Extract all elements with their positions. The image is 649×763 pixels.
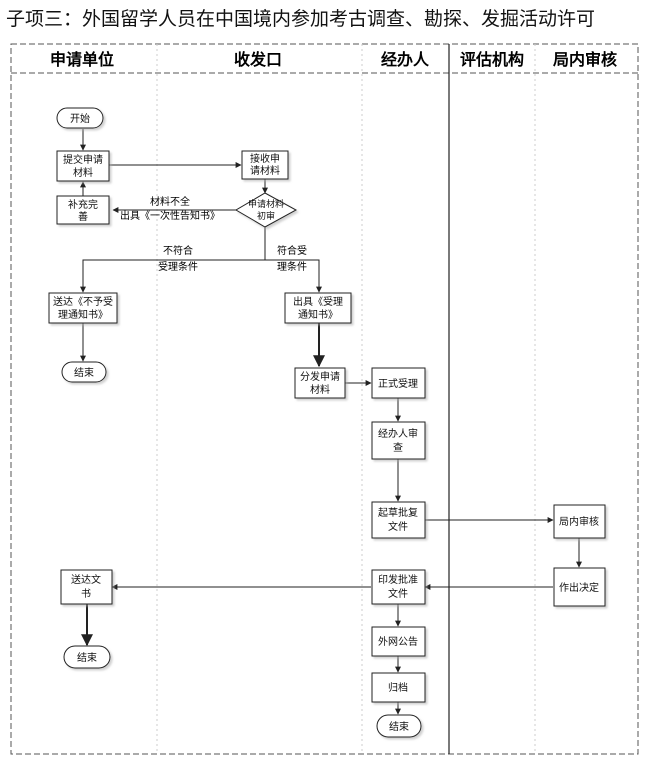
lane-header-intake: 收发口: [234, 50, 282, 69]
connectors: [80, 129, 582, 715]
review-label-1: 申请材料: [248, 198, 284, 210]
submit-label-1: 提交申请: [63, 153, 103, 166]
submit-box: [56, 150, 110, 182]
public-notice-box: [371, 626, 426, 657]
end3-label: 结束: [389, 720, 409, 733]
archive-label: 归档: [388, 681, 408, 694]
lane-header-handler: 经办人: [381, 50, 430, 69]
edge-labels: 材料不全 出具《一次性告知书》 不符合 受理条件 符合受 理条件: [120, 195, 307, 273]
supplement-box: [56, 195, 110, 225]
handler-review-box: [371, 421, 426, 460]
not-accept-label-1: 送达《不予受: [53, 295, 113, 308]
public-notice-label: 外网公告: [378, 635, 418, 648]
distribute-label-2: 材料: [310, 383, 330, 396]
page-title: 子项三：外国留学人员在中国境内参加考古调查、勘探、发掘活动许可: [6, 8, 596, 30]
nodes: [48, 107, 606, 738]
swimlane-frame: [10, 43, 639, 755]
label-incomplete-2: 出具《一次性告知书》: [120, 209, 220, 222]
not-accept-notice-box: [48, 292, 118, 324]
not-accept-label-2: 理通知书》: [58, 308, 108, 321]
label-not-meet-1: 不符合: [163, 244, 193, 257]
supplement-label-1: 补充完: [68, 198, 98, 211]
end1-label: 结束: [74, 366, 94, 379]
review-decision: [235, 192, 298, 228]
accept-notice-label-2: 通知书》: [298, 308, 338, 321]
handler-review-label-1: 经办人审: [378, 427, 418, 440]
distribute-label-1: 分发申请: [300, 370, 340, 383]
decision-box: [553, 567, 606, 607]
print-doc-label-2: 文件: [388, 587, 408, 600]
end-terminal-1: [61, 361, 107, 383]
label-meet-1: 符合受: [277, 244, 307, 257]
deliver-doc-label-2: 书: [81, 588, 91, 600]
receive-box: [241, 150, 289, 180]
bureau-review-label: 局内审核: [559, 515, 599, 528]
accept-notice-label-1: 出具《受理: [293, 295, 343, 308]
decision-label: 作出决定: [559, 581, 599, 594]
label-not-meet-2: 受理条件: [158, 260, 198, 273]
end2-label: 结束: [77, 651, 97, 664]
end-terminal-3: [376, 714, 422, 738]
start-terminal: [56, 107, 104, 129]
supplement-label-2: 善: [78, 210, 88, 223]
archive-box: [371, 672, 426, 703]
print-doc-label-1: 印发批准: [378, 573, 418, 586]
lane-header-bureau-review: 局内审核: [553, 50, 617, 69]
formal-accept-box: [371, 367, 426, 399]
deliver-doc-label-1: 送达文: [71, 573, 101, 586]
label-meet-2: 理条件: [277, 260, 307, 273]
draft-doc-label-1: 起草批复: [378, 506, 418, 519]
review-label-2: 初审: [257, 210, 275, 222]
deliver-doc-box: [60, 569, 113, 605]
receive-label-1: 接收申: [250, 152, 280, 165]
node-labels: 开始 提交申请 材料 接收申 请材料 申请材料 初审 补充完 善 送达《不予受 …: [53, 112, 599, 733]
draft-doc-label-2: 文件: [388, 520, 408, 533]
lane-header-applicant: 申请单位: [50, 50, 114, 69]
start-label: 开始: [70, 112, 90, 125]
formal-accept-label: 正式受理: [378, 377, 418, 390]
accept-notice-box: [284, 292, 352, 324]
print-doc-box: [371, 569, 426, 605]
bureau-review-box: [553, 504, 606, 539]
handler-review-label-2: 查: [393, 441, 403, 454]
submit-label-2: 材料: [73, 166, 93, 179]
lane-headers: 申请单位 收发口 经办人 评估机构 局内审核: [50, 50, 617, 69]
label-incomplete-1: 材料不全: [150, 195, 190, 208]
lane-header-evaluator: 评估机构: [460, 50, 524, 69]
end-terminal-2: [63, 645, 111, 669]
draft-doc-box: [371, 501, 426, 539]
distribute-box: [294, 367, 346, 399]
receive-label-2: 请材料: [250, 164, 280, 177]
